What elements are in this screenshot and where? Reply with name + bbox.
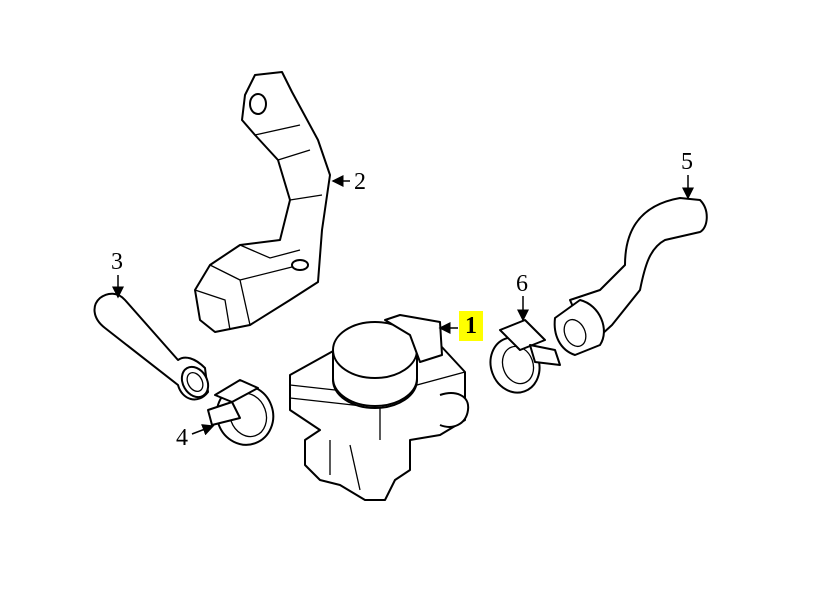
callout-5[interactable]: 5 [681,149,693,175]
leader-4 [191,424,215,436]
hose-part-5 [553,197,708,356]
air-pump-part-1 [289,314,470,501]
clamp-part-4 [207,379,275,446]
callout-1[interactable]: 1 [459,311,483,341]
hose-part-3 [93,292,210,401]
callout-3[interactable]: 3 [111,249,123,275]
bracket-part-2 [194,71,331,333]
callout-4[interactable]: 4 [176,425,188,451]
callout-2[interactable]: 2 [354,169,366,195]
clamp-part-6 [489,319,561,394]
callout-6[interactable]: 6 [516,271,528,297]
